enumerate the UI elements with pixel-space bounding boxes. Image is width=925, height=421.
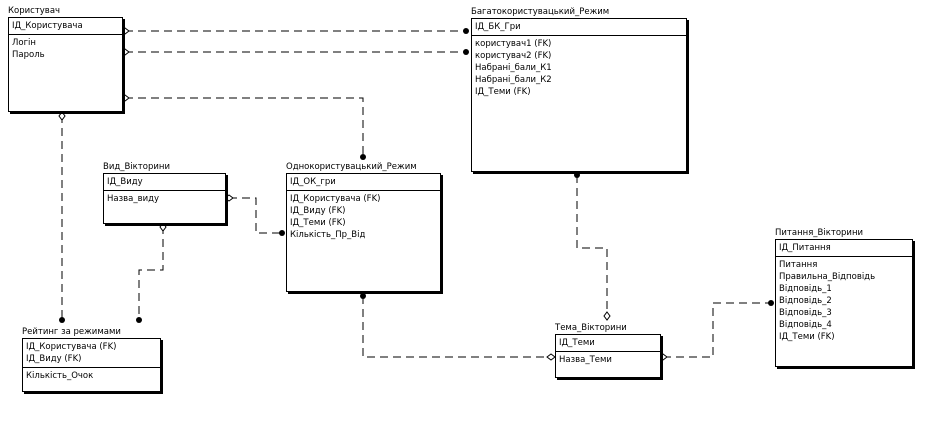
- pk-field: ІД_Користувача (FK): [26, 342, 117, 352]
- diamond-icon: [159, 222, 167, 232]
- pk-section: ІД_Користувача (FK) ІД_Виду (FK): [23, 339, 160, 368]
- pk-section: ІД_ОК_гри: [287, 174, 440, 191]
- entity-title-rating: Рейтинг за режимами: [22, 327, 121, 337]
- attr-field: Відповідь_3: [779, 308, 832, 318]
- pk-section: ІД_Користувача: [9, 18, 122, 35]
- pk-field: ІД_Виду (FK): [26, 354, 82, 364]
- rel-multi-topic: [576, 175, 608, 316]
- pk-section: ІД_Питання: [776, 240, 912, 257]
- attr-field: ІД_Теми (FK): [779, 332, 835, 342]
- dot-icon: [768, 300, 774, 306]
- diamond-icon: [603, 311, 611, 321]
- attr-field: Кількість_Пр_Від: [290, 230, 366, 240]
- entity-topic[interactable]: ІД_Теми Назва_Теми: [555, 334, 661, 378]
- diamond-icon: [58, 111, 66, 121]
- pk-section: ІД_Виду: [104, 174, 225, 191]
- pk-field: ІД_ОК_гри: [290, 177, 336, 187]
- entity-rating[interactable]: ІД_Користувача (FK) ІД_Виду (FK) Кількіс…: [22, 338, 161, 392]
- entity-title-topic: Тема_Вікторини: [555, 323, 627, 333]
- dot-icon: [136, 317, 142, 323]
- attr-field: ІД_Виду (FK): [290, 206, 346, 216]
- diamond-icon: [120, 94, 130, 102]
- attr-field: Правильна_Відповідь: [779, 272, 876, 282]
- attr-section: користувач1 (FK) користувач2 (FK) Набран…: [472, 36, 686, 100]
- attr-field: Назва_Теми: [559, 355, 612, 365]
- attr-field: Питання: [779, 260, 818, 270]
- entity-title-questions: Питання_Вікторини: [775, 228, 864, 238]
- rel-type-single: [229, 197, 282, 234]
- attr-field: Відповідь_2: [779, 296, 832, 306]
- rel-type-rating: [138, 226, 164, 320]
- attr-section: Назва_Теми: [556, 352, 660, 368]
- pk-field: ІД_Питання: [779, 243, 831, 253]
- dot-icon: [463, 49, 469, 55]
- pk-section: ІД_БК_Гри: [472, 19, 686, 36]
- attr-field: Пароль: [12, 50, 45, 60]
- dot-icon: [59, 317, 65, 323]
- entity-questions[interactable]: ІД_Питання Питання Правильна_Відповідь В…: [775, 239, 913, 367]
- attr-section: ІД_Користувача (FK) ІД_Виду (FK) ІД_Теми…: [287, 191, 440, 243]
- attr-field: Назва_виду: [107, 194, 160, 204]
- attr-field: Кількість_Очок: [26, 371, 94, 381]
- attr-field: ІД_Користувача (FK): [290, 194, 381, 204]
- dot-icon: [360, 154, 366, 160]
- attr-field: Відповідь_4: [779, 320, 832, 330]
- attr-field: ІД_Теми (FK): [290, 218, 346, 228]
- entity-quiz-type[interactable]: ІД_Виду Назва_виду: [103, 173, 226, 224]
- entity-single[interactable]: ІД_ОК_гри ІД_Користувача (FK) ІД_Виду (F…: [286, 173, 441, 292]
- attr-field: користувач2 (FK): [475, 51, 552, 61]
- pk-field: ІД_Виду: [107, 177, 143, 187]
- dot-icon: [360, 293, 366, 299]
- diamond-icon: [658, 353, 668, 361]
- attr-section: Назва_виду: [104, 191, 225, 207]
- attr-field: Відповідь_1: [779, 284, 832, 294]
- attr-section: Логін Пароль: [9, 35, 122, 63]
- entity-title-multi: Багатокористувацький_Режим: [471, 7, 610, 17]
- pk-field: ІД_БК_Гри: [475, 22, 521, 32]
- entity-title-single: Однокористувацький_Режим: [286, 162, 417, 172]
- diamond-icon: [546, 353, 556, 361]
- dot-icon: [279, 230, 285, 236]
- dot-icon: [574, 172, 580, 178]
- attr-section: Питання Правильна_Відповідь Відповідь_1 …: [776, 257, 912, 345]
- attr-field: Логін: [12, 38, 36, 48]
- diamond-icon: [120, 27, 130, 35]
- pk-field: ІД_Теми: [559, 338, 595, 348]
- attr-field: Набрані_бали_К2: [475, 75, 552, 85]
- pk-section: ІД_Теми: [556, 335, 660, 352]
- attr-field: ІД_Теми (FK): [475, 87, 531, 97]
- attr-section: Кількість_Очок: [23, 368, 160, 384]
- entity-title-users: Користувач: [8, 6, 61, 16]
- pk-field: ІД_Користувача: [12, 21, 83, 31]
- attr-field: користувач1 (FK): [475, 39, 552, 49]
- entity-title-quiz-type: Вид_Вікторини: [103, 162, 170, 172]
- entity-multi[interactable]: ІД_БК_Гри користувач1 (FK) користувач2 (…: [471, 18, 687, 172]
- entity-users[interactable]: ІД_Користувача Логін Пароль: [8, 17, 123, 112]
- diamond-icon: [224, 194, 234, 202]
- dot-icon: [463, 28, 469, 34]
- attr-field: Набрані_бали_К1: [475, 63, 552, 73]
- rel-single-topic: [362, 296, 551, 358]
- rel-topic-questions: [663, 302, 771, 358]
- diamond-icon: [120, 48, 130, 56]
- rel-user-single: [125, 97, 364, 156]
